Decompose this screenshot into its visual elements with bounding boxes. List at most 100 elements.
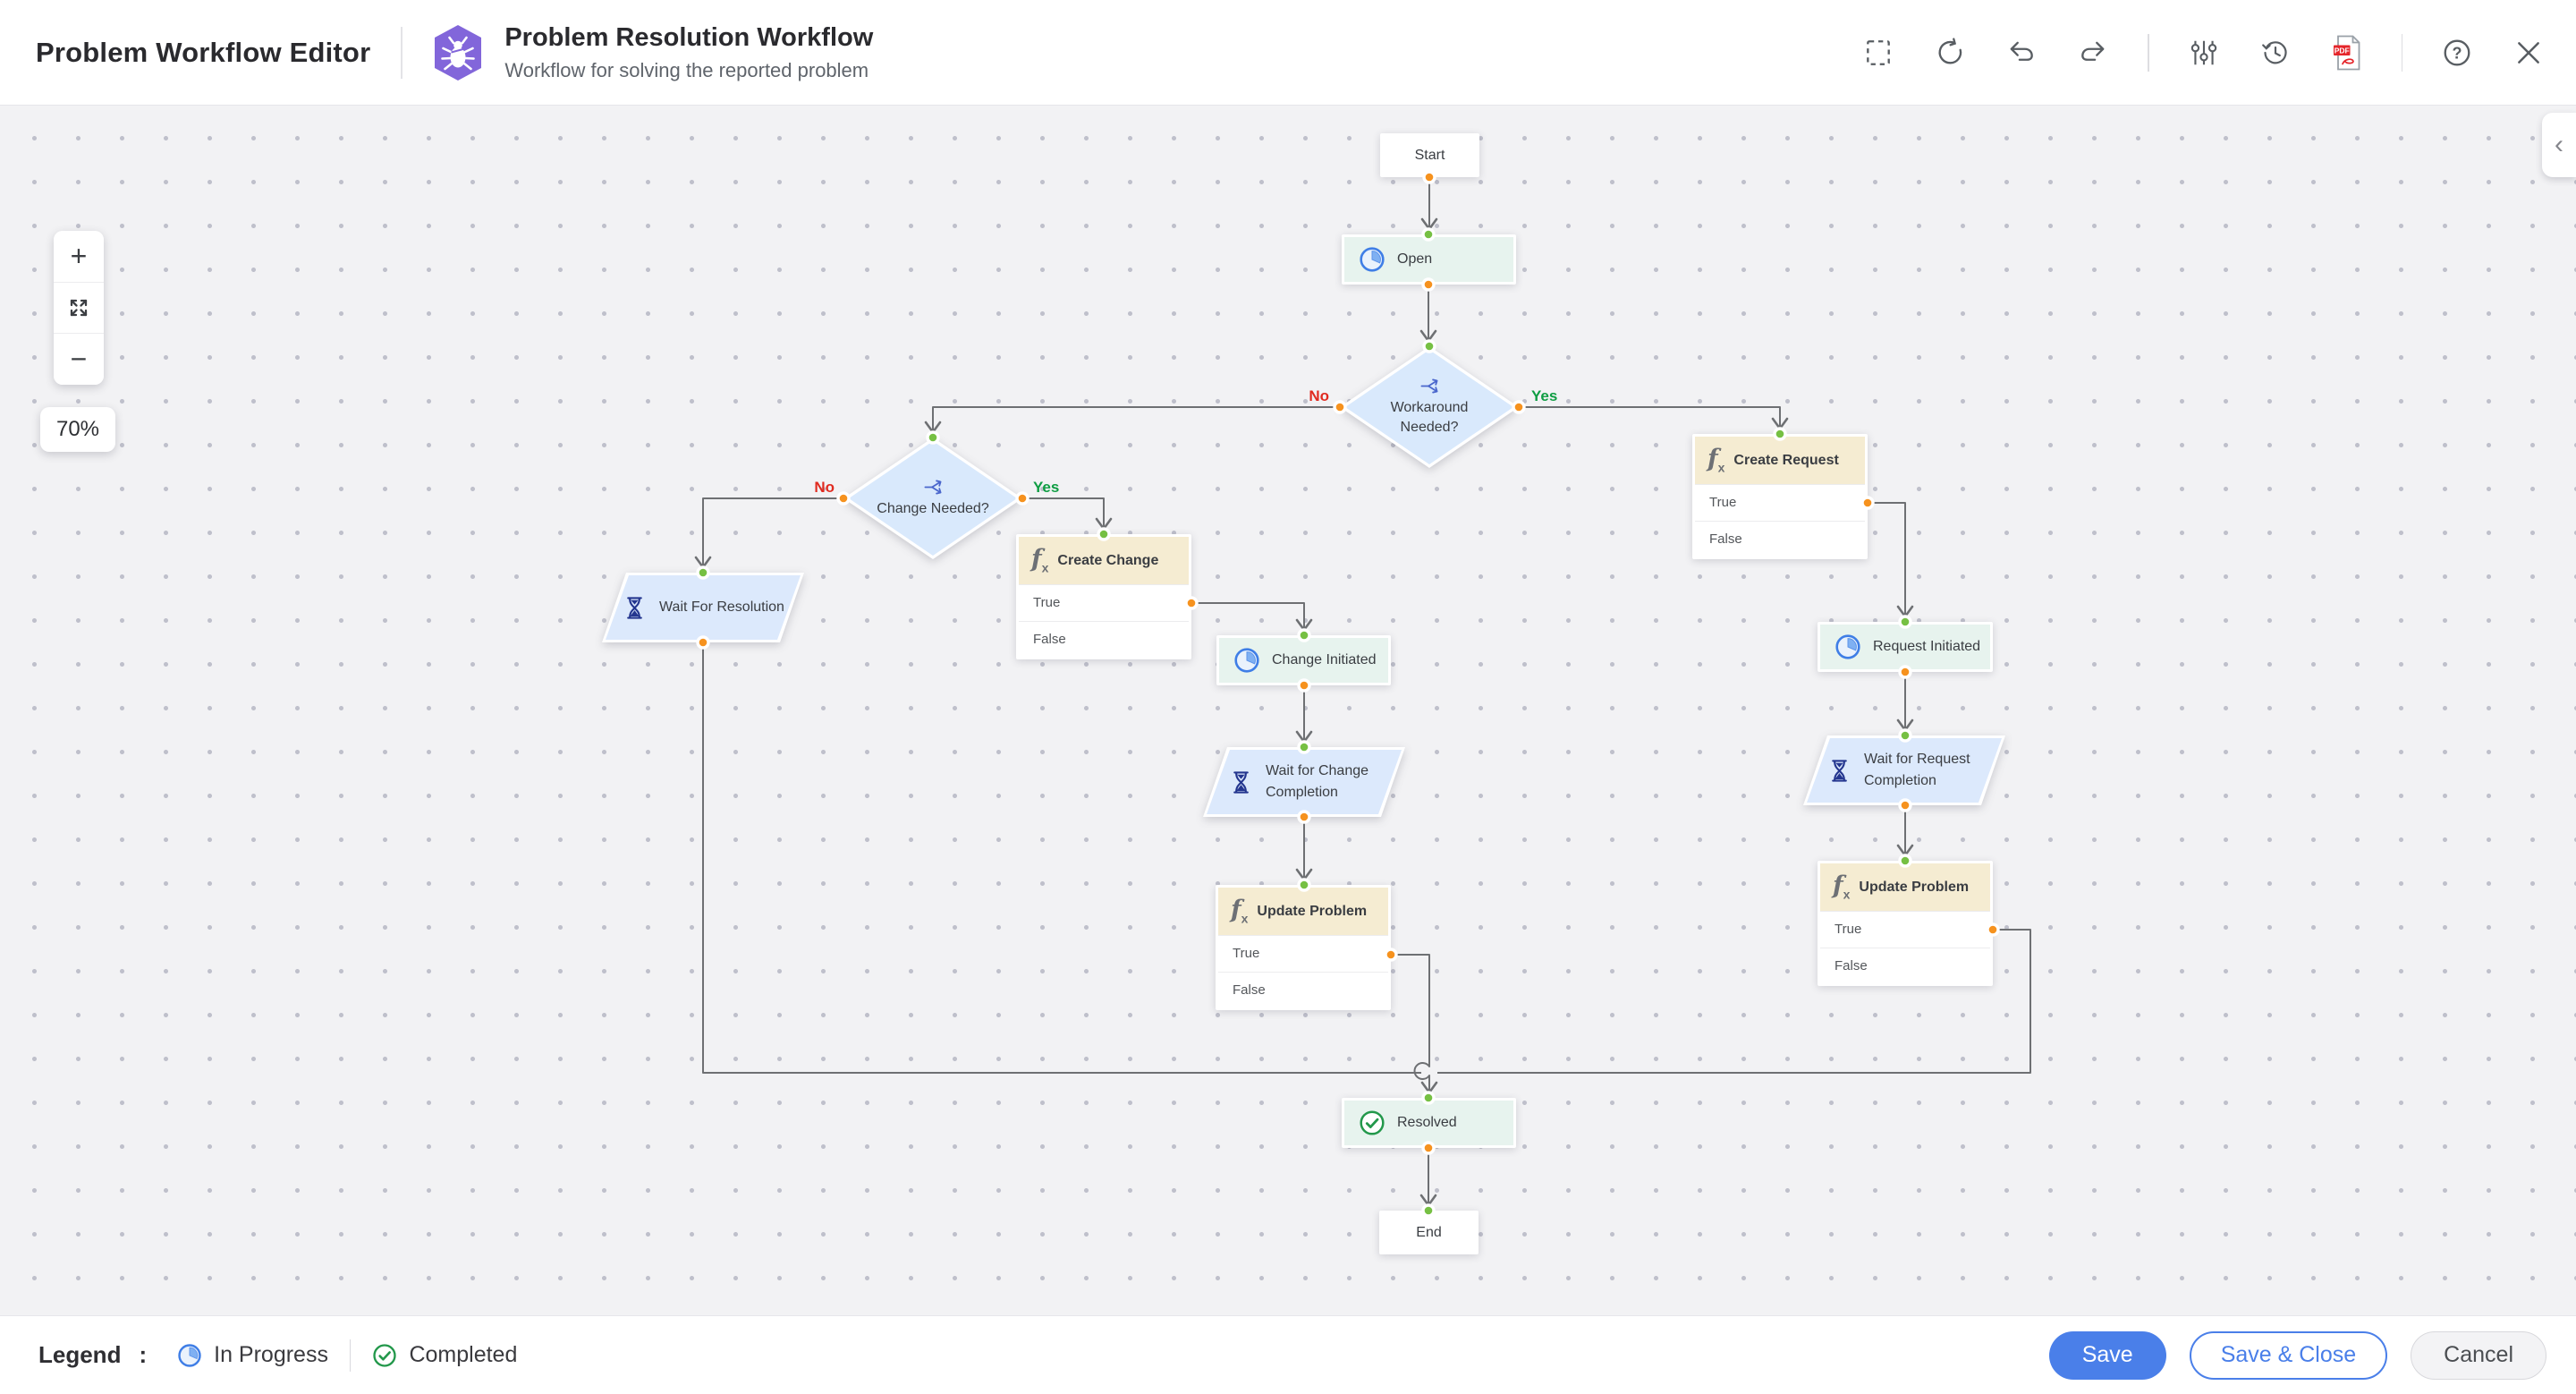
marquee-select-button[interactable] — [1861, 35, 1895, 71]
zoom-out-button[interactable]: − — [54, 333, 104, 385]
save-and-close-button[interactable]: Save & Close — [2189, 1330, 2388, 1380]
edge-label-no: No — [1309, 387, 1329, 404]
node-label: Wait for Change Completion — [1266, 763, 1369, 800]
legend-item-completed: Completed — [372, 1342, 517, 1368]
zoom-in-button[interactable]: + — [54, 231, 104, 282]
toolbar: PDF ? — [1861, 33, 2546, 72]
adjustments-button[interactable] — [2187, 35, 2221, 71]
completed-icon — [1360, 1110, 1385, 1135]
function-node-header: fx Update Problem — [1218, 888, 1388, 935]
function-node-header: fx Create Change — [1019, 537, 1189, 584]
connector-layer: No Yes No Yes — [694, 177, 2031, 1207]
collapse-panel-tab[interactable]: ‹ — [2542, 113, 2576, 177]
footer-actions: Save Save & Close Cancel — [2048, 1330, 2546, 1380]
close-button[interactable] — [2512, 35, 2546, 71]
node-update-problem-request[interactable]: fx Update Problem True False — [1818, 861, 1993, 986]
redo-button[interactable] — [2076, 35, 2110, 71]
node-wait-for-resolution[interactable]: Wait For Resolution — [602, 573, 804, 642]
node-create-request[interactable]: fx Create Request True False — [1692, 434, 1868, 559]
connector-workaround-yes[interactable] — [1519, 406, 1781, 429]
node-start[interactable]: Start — [1380, 133, 1479, 177]
connector-updateproblem-resolved[interactable] — [1391, 954, 1430, 1092]
node-wait-for-change-completion[interactable]: Wait for Change Completion — [1203, 747, 1405, 817]
connector-changeneeded-no[interactable] — [702, 497, 843, 567]
node-label: Open — [1397, 251, 1433, 267]
header: Problem Workflow Editor Problem Resoluti… — [0, 0, 2576, 106]
node-label: Workaround Needed? — [1390, 399, 1469, 435]
node-update-problem-change[interactable]: fx Update Problem True False — [1216, 885, 1391, 1010]
hourglass-icon — [627, 596, 642, 619]
redo-icon — [2081, 41, 2105, 61]
undo-icon — [2010, 41, 2033, 61]
parallelogram-fill — [1207, 750, 1402, 814]
node-label: Resolved — [1397, 1115, 1457, 1130]
node-end[interactable]: End — [1379, 1211, 1479, 1254]
function-icon: fx — [1833, 871, 1851, 902]
node-label: Request Initiated — [1873, 639, 1981, 654]
branch-row-true[interactable]: True — [1695, 484, 1865, 521]
legend-item-in-progress: In Progress — [177, 1342, 328, 1368]
svg-text:PDF: PDF — [2334, 46, 2349, 55]
marquee-select-icon — [1867, 39, 1890, 65]
node-label: Wait for Request Completion — [1864, 752, 1970, 788]
decision-branch-icon — [924, 480, 942, 495]
connector-createrequest-true[interactable] — [1868, 502, 1906, 616]
branch-row-true[interactable]: True — [1218, 935, 1388, 972]
branch-row-false[interactable]: False — [1019, 620, 1189, 657]
branch-row-true[interactable]: True — [1019, 584, 1189, 621]
connector-changeneeded-yes[interactable] — [1022, 497, 1105, 529]
workflow-name: Problem Resolution Workflow — [504, 22, 874, 52]
node-request-initiated[interactable]: Request Initiated — [1818, 622, 1993, 672]
workflow-canvas[interactable]: No Yes No Yes Start Open Workaround Need… — [0, 106, 2576, 1315]
hourglass-icon — [1832, 759, 1847, 782]
completed-icon — [373, 1343, 397, 1367]
svg-text:?: ? — [2452, 44, 2462, 62]
chevron-left-icon: ‹ — [2555, 130, 2563, 159]
node-label: Change Needed? — [877, 500, 989, 516]
node-label: Wait For Resolution — [659, 599, 784, 615]
node-label: Start — [1414, 147, 1445, 163]
connector-createchange-true[interactable] — [1191, 602, 1305, 630]
node-label: Change Initiated — [1272, 652, 1377, 667]
node-change-initiated[interactable]: Change Initiated — [1216, 635, 1391, 685]
branch-row-true[interactable]: True — [1820, 911, 1990, 948]
app-title: Problem Workflow Editor — [36, 36, 371, 68]
node-workaround-needed[interactable]: Workaround Needed? — [1340, 346, 1519, 468]
branch-row-false[interactable]: False — [1218, 971, 1388, 1007]
history-button[interactable] — [2258, 35, 2292, 71]
help-icon: ? — [2444, 39, 2470, 65]
connector-workaround-no[interactable] — [932, 406, 1340, 432]
connector-waitresolution-resolved[interactable] — [702, 642, 1421, 1074]
node-resolved[interactable]: Resolved — [1342, 1098, 1516, 1148]
fit-to-screen-icon — [70, 299, 88, 317]
function-icon: fx — [1231, 896, 1249, 926]
node-open[interactable]: Open — [1342, 234, 1516, 285]
connector-updateproblem2-resolved[interactable] — [1437, 929, 2031, 1074]
branch-row-false[interactable]: False — [1695, 520, 1865, 557]
edge-label-yes: Yes — [1033, 479, 1059, 496]
help-button[interactable]: ? — [2440, 35, 2474, 71]
legend-label: In Progress — [214, 1342, 328, 1367]
node-create-change[interactable]: fx Create Change True False — [1016, 534, 1191, 659]
fit-to-screen-button[interactable] — [54, 281, 104, 334]
function-icon: fx — [1031, 545, 1049, 575]
node-wait-for-request-completion[interactable]: Wait for Request Completion — [1803, 735, 2005, 805]
node-label: Create Change — [1057, 552, 1159, 568]
reset-icon — [1938, 37, 1962, 64]
undo-button[interactable] — [2004, 35, 2038, 71]
in-progress-icon — [1835, 634, 1860, 659]
export-pdf-button[interactable]: PDF — [2330, 35, 2364, 71]
cancel-button[interactable]: Cancel — [2411, 1330, 2546, 1380]
in-progress-icon — [178, 1343, 201, 1367]
branch-row-false[interactable]: False — [1820, 947, 1990, 983]
save-button[interactable]: Save — [2048, 1330, 2166, 1380]
reset-button[interactable] — [1933, 35, 1967, 71]
decision-branch-icon — [1420, 378, 1438, 394]
node-change-needed[interactable]: Change Needed? — [843, 438, 1022, 559]
legend-colon: : — [139, 1341, 148, 1368]
close-icon — [2518, 41, 2539, 64]
hourglass-icon — [1233, 770, 1249, 794]
zoom-panel: + − — [54, 231, 104, 385]
toolbar-separator — [2148, 33, 2149, 72]
